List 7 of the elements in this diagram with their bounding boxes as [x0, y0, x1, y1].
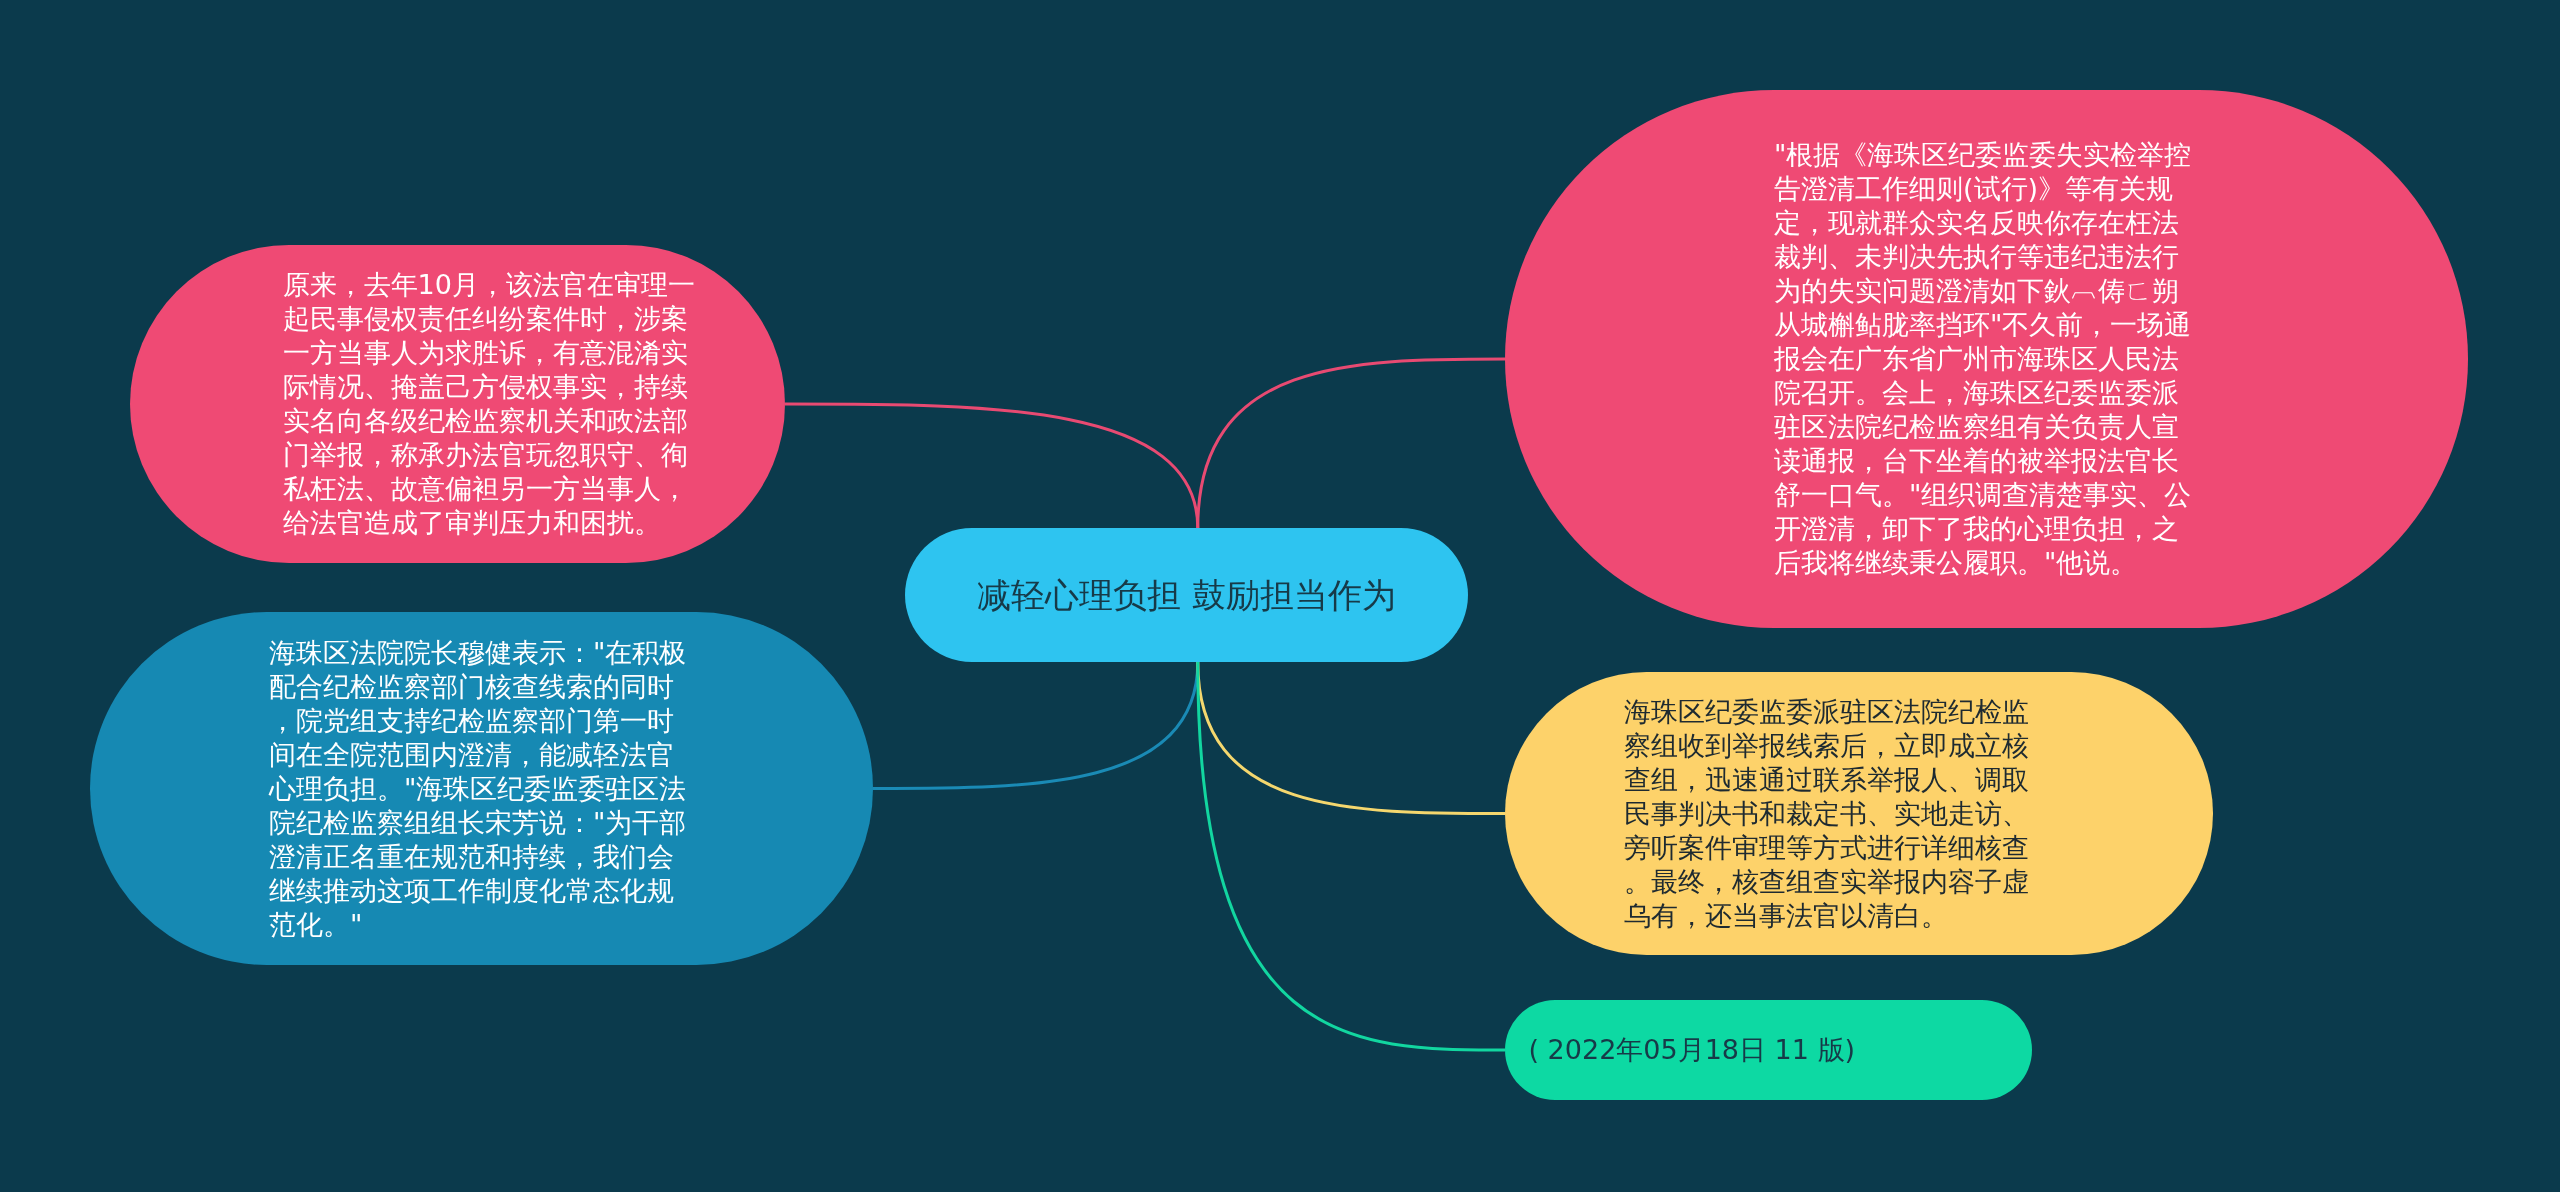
topic-text: 原来，去年10月，该法官在审理一起民事侵权责任纠纷案件时，涉案一方当事人为求胜诉，有意混淆实际情况、掩盖己方侵权事实，持续实名向各级纪检监察机关和政法部门举报，称承办法官玩忽职守、徇私枉法、故意偏袒另一方当事人，给法官造成了审判压力和困扰。 [282, 268, 696, 540]
topic-text: 海珠区纪委监委派驻区法院纪检监察组收到举报线索后，立即成立核查组，迅速通过联系举报人、调取民事判决书和裁定书、实地走访、旁听案件审理等方式进行详细核查。最终，核查组查实举报内容子虚乌有，还当事法官以清白。 [1624, 694, 2030, 933]
connector-line [1196, 357, 1505, 529]
topic-text: 海珠区法院院长穆健表示："在积极配合纪检监察部门核查线索的同时，院党组支持纪检监察部门第一时间在全院范围内澄清，能减轻法官心理负担。"海珠区纪委监委驻区法院纪检监察组组长宋芳说："为干部澄清正名重在规范和持续，我们会继续推动这项工作制度化常态化规范化。" [269, 635, 688, 942]
topic-text: 减轻心理负担 鼓励担当作为 [976, 574, 1397, 617]
topic-text: "根据《海珠区纪委监委失实检举控告澄清工作细则(试行)》等有关规定，现就群众实名反映你存在枉法裁判、未判决先执行等违纪违法行为的失实问题澄清如下鈥︹俦ㄈ朔从城槲鲇胧率挡环"不久前，一场通报会在广东省广州市海珠区人民法院召开。会上，海珠区纪委监委派驻区法院纪检监察组有关负责人宣读通报，台下坐着的被举报法官长舒一口气。"组织调查清楚事实、公开澄清，卸下了我的心理负担，之后我将继续秉公履职。"他说。 [1774, 138, 2193, 580]
topic-text: ( 2022年05月18日 11 版) [1528, 1033, 1857, 1067]
